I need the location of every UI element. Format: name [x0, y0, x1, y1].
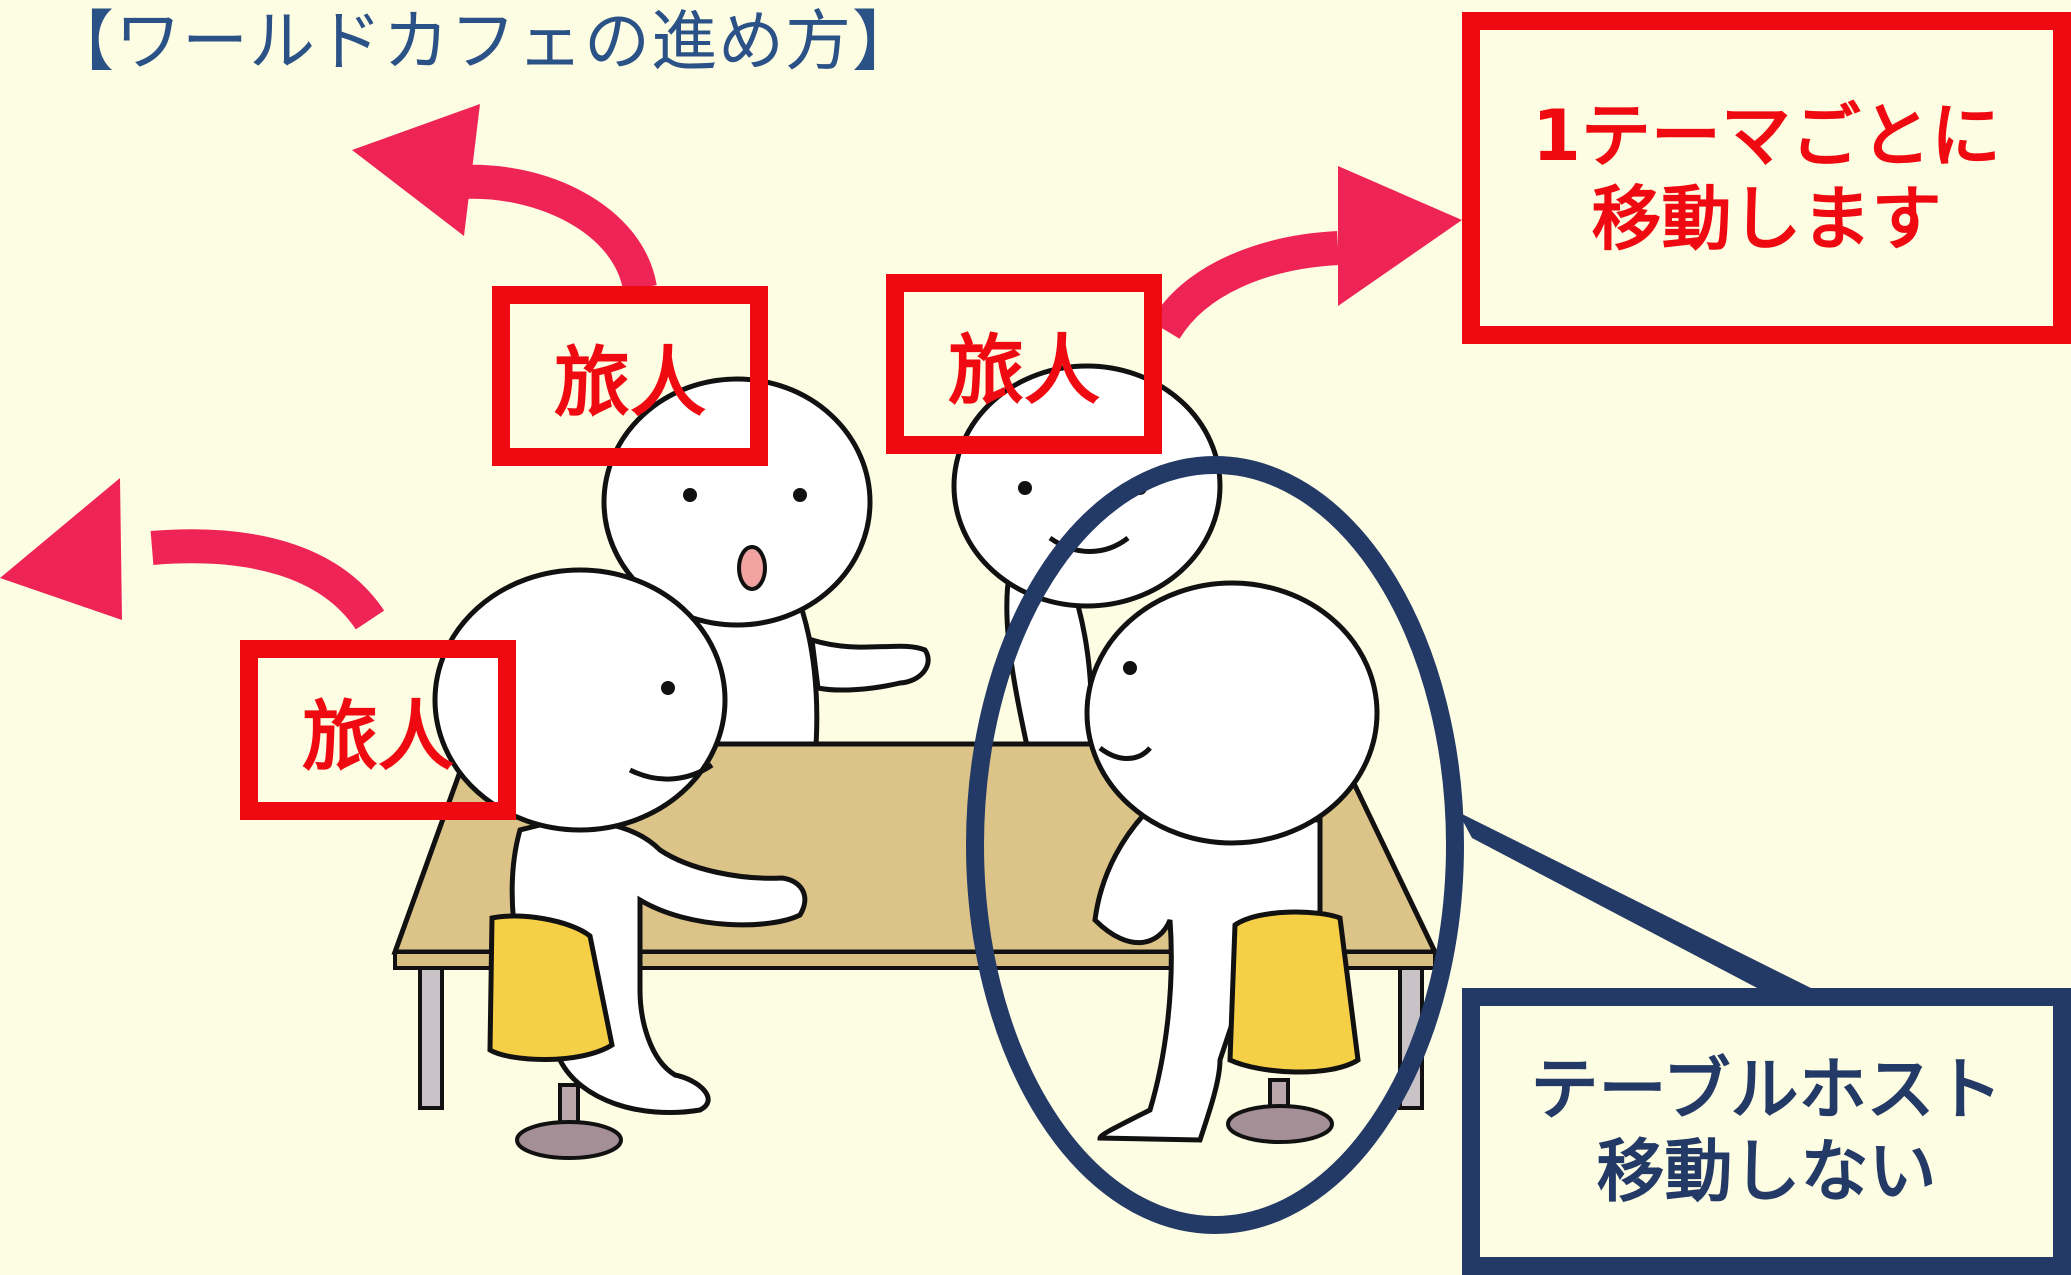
callout-line-2: 移動しない — [1596, 1132, 1937, 1212]
traveler-label-text: 旅人 — [302, 692, 454, 781]
callout-line-1: 1テーマごとに — [1532, 95, 2001, 178]
chair-table-host — [1226, 909, 1361, 1144]
table-host-callout: テーブルホスト 移動しない — [1462, 988, 2071, 1275]
host-callout-pointer — [1458, 812, 1835, 1000]
callout-line-1: テーブルホスト — [1530, 1050, 2003, 1130]
person-table-host — [1084, 580, 1380, 1143]
traveler-label-back-left: 旅人 — [492, 286, 768, 466]
move-arrow-left-icon — [0, 478, 385, 630]
move-per-theme-callout: 1テーマごとに 移動します — [1462, 12, 2071, 344]
table-host-highlight-ring — [966, 456, 1464, 1234]
traveler-label-text: 旅人 — [554, 338, 706, 427]
chair-front-left — [487, 913, 623, 1160]
traveler-label-back-right: 旅人 — [886, 274, 1162, 454]
page-title: 【ワールドカフェの進め方】 — [48, 3, 919, 80]
move-arrow-top-left-icon — [352, 104, 657, 292]
callout-line-2: 移動します — [1591, 178, 1942, 260]
traveler-label-left: 旅人 — [240, 640, 516, 820]
move-arrow-right-icon — [1150, 166, 1462, 340]
traveler-label-text: 旅人 — [948, 326, 1100, 415]
